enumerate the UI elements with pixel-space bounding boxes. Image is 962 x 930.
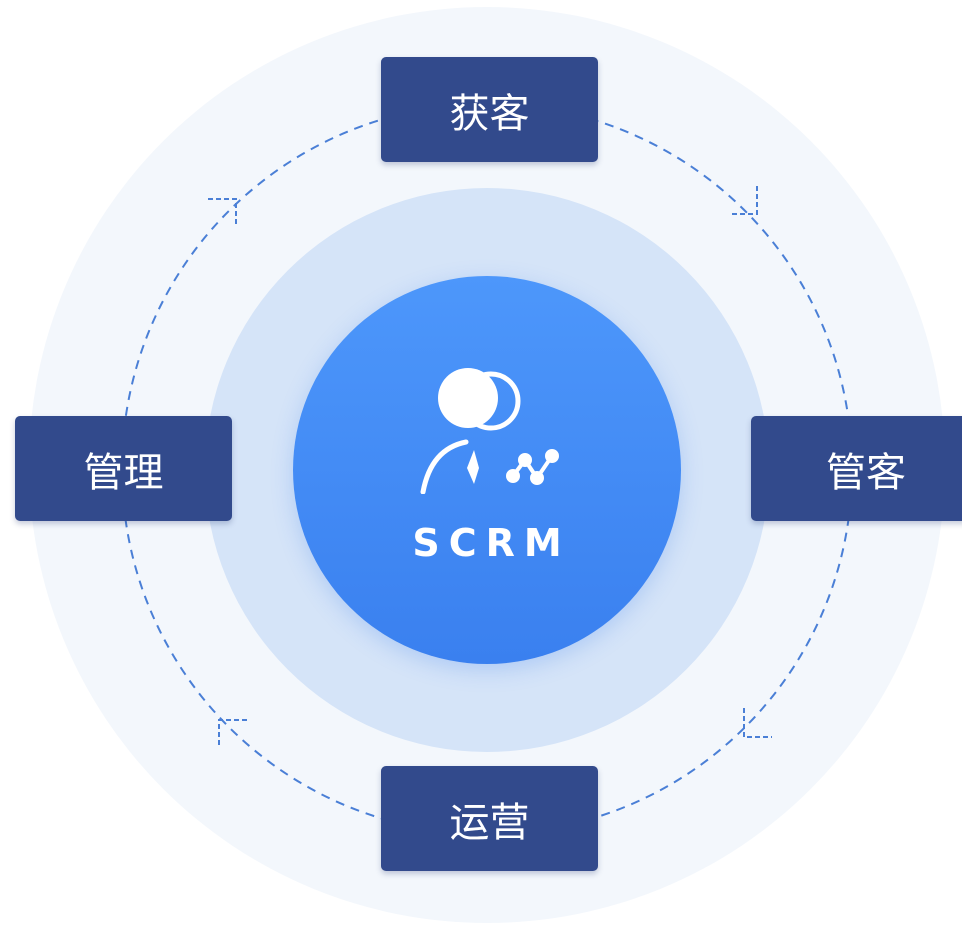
core-label: SCRM	[412, 521, 571, 565]
stage-manage-customers: 管客	[751, 416, 962, 521]
stage-operations: 运营	[381, 766, 598, 871]
stage-management: 管理	[15, 416, 232, 521]
scrm-core-circle: SCRM	[293, 276, 681, 664]
person-network-icon	[420, 368, 559, 494]
stage-acquire-customers: 获客	[381, 57, 598, 162]
